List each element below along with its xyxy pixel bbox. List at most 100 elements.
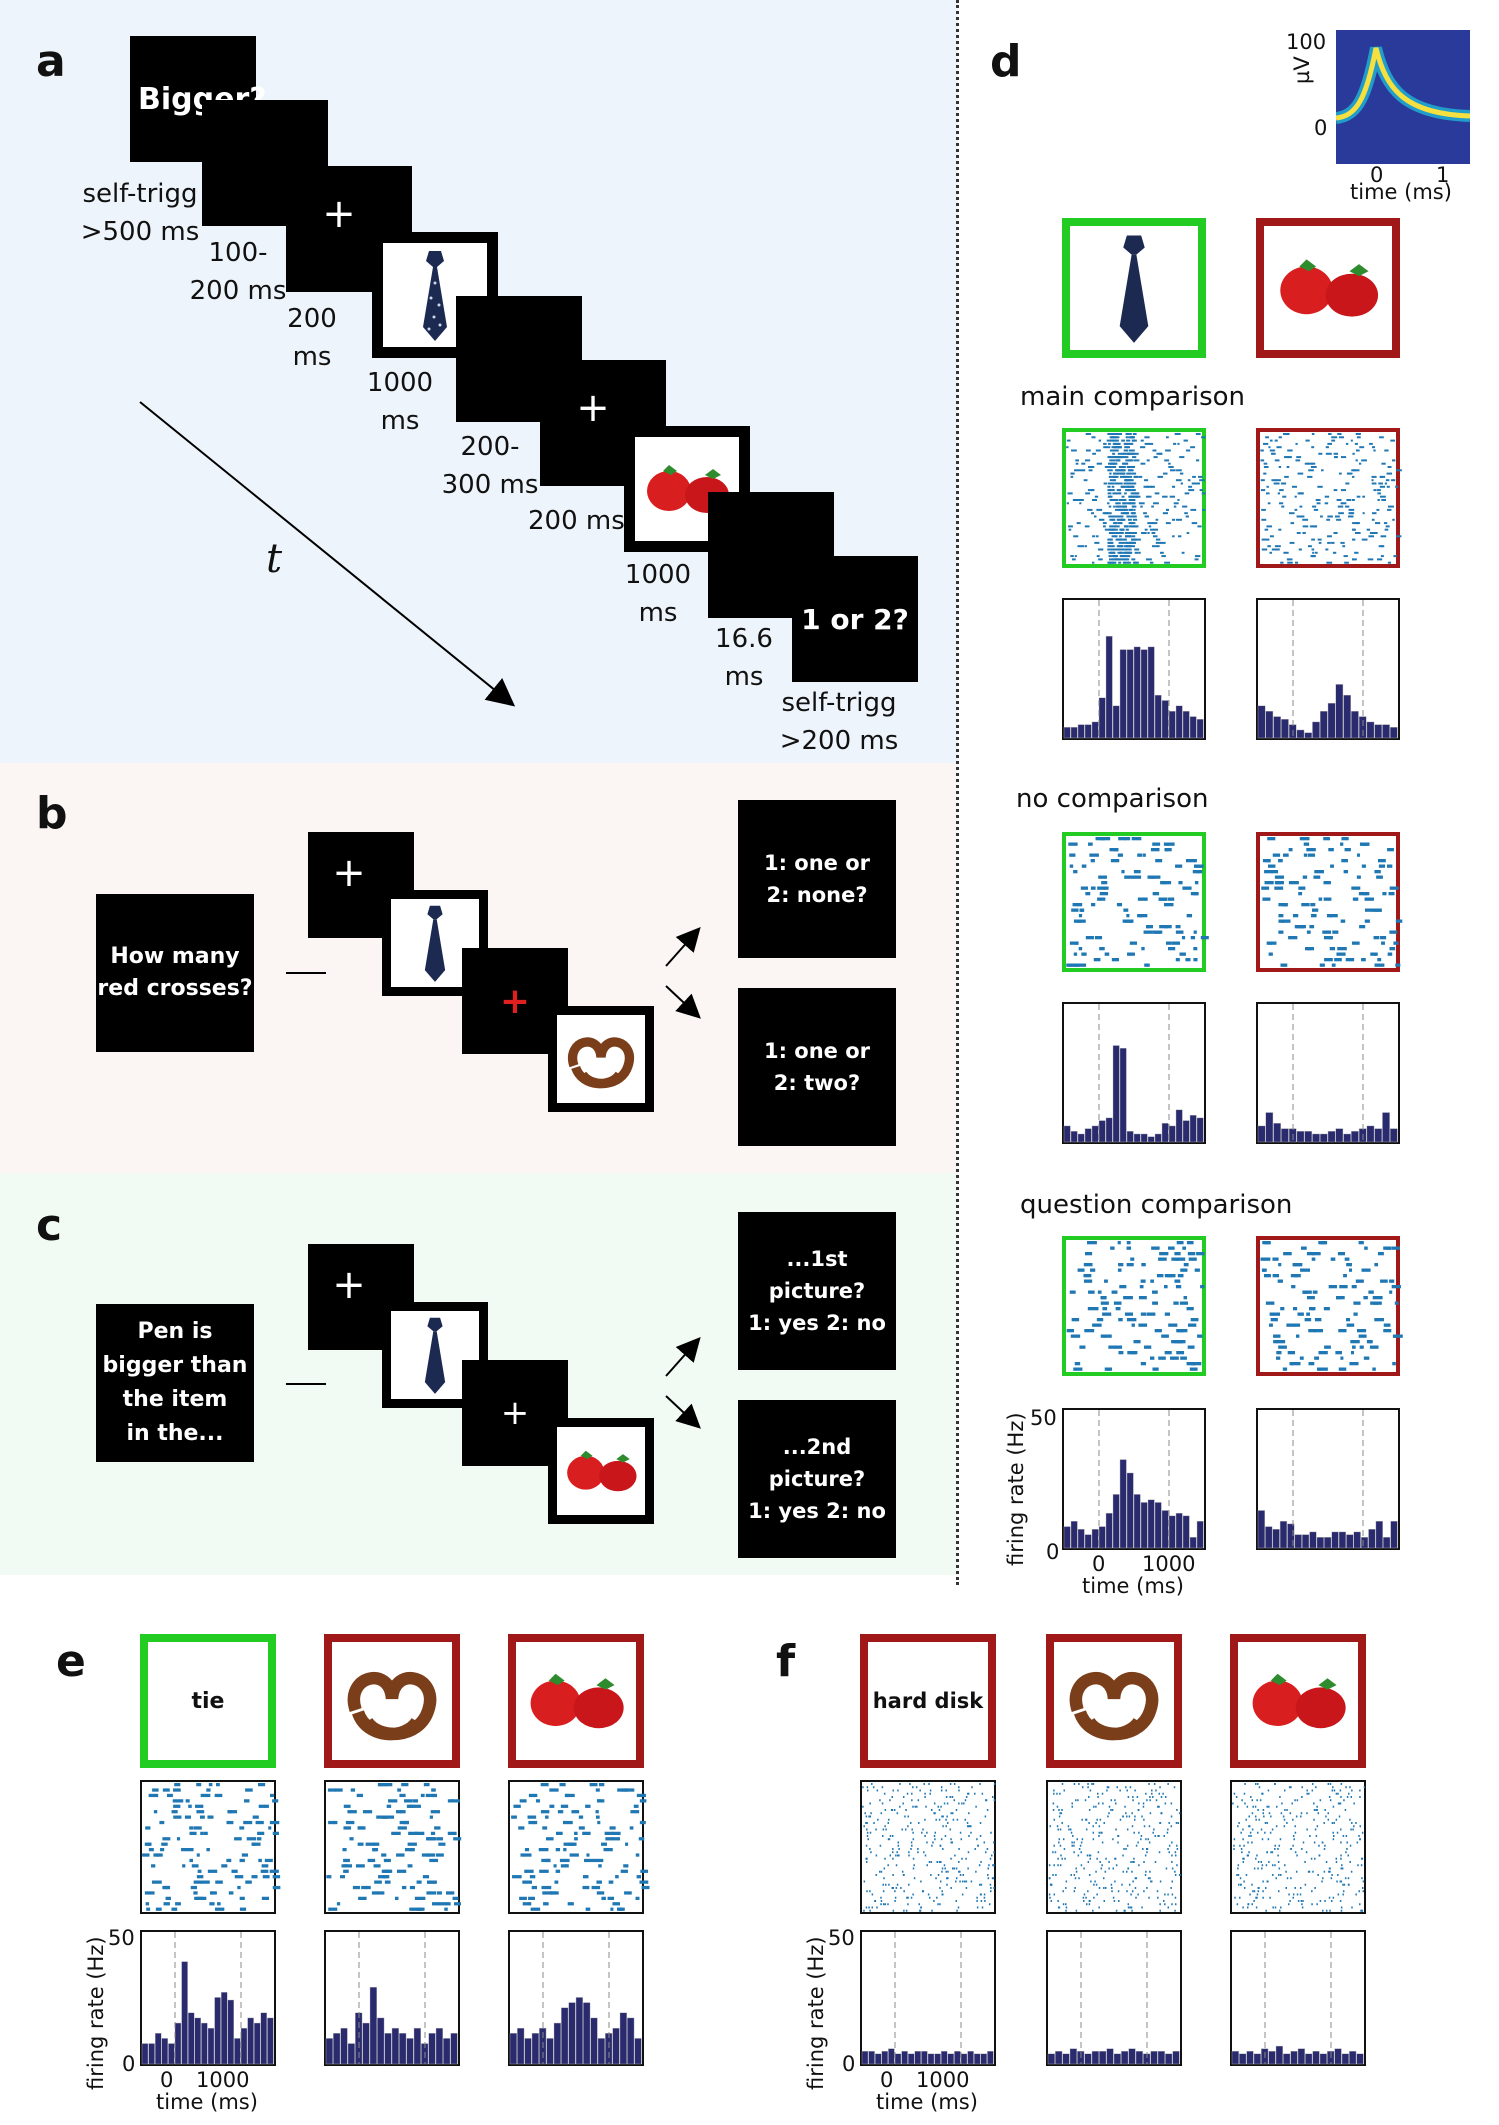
spike-mark (1389, 1279, 1395, 1283)
spike-mark (1152, 892, 1160, 896)
e-x-label: time (ms) (156, 2090, 258, 2114)
waveform-y-label: µV (1290, 56, 1314, 84)
spike-mark (1294, 495, 1297, 498)
spike-mark (1168, 462, 1171, 465)
spike-mark (1083, 1279, 1093, 1283)
spike-mark (1355, 1893, 1357, 1896)
spike-mark (1159, 925, 1169, 929)
spike-mark (1102, 525, 1106, 528)
spike-mark (1057, 1864, 1059, 1867)
spike-mark (1335, 1857, 1338, 1860)
spike-mark (640, 1869, 649, 1873)
spike-mark (1143, 1861, 1145, 1863)
spike-mark (865, 1857, 867, 1860)
spike-mark (196, 1783, 202, 1787)
spike-mark (899, 1805, 901, 1808)
spike-mark (1251, 1841, 1253, 1844)
raster-svg (1260, 433, 1402, 564)
spike-mark (1092, 1838, 1095, 1841)
spike-mark (1133, 532, 1137, 534)
spike-mark (1132, 512, 1136, 515)
spike-mark (907, 1896, 909, 1899)
spike-mark (1240, 1831, 1242, 1834)
spike-mark (408, 1831, 418, 1835)
spike-mark (1280, 1307, 1285, 1311)
spike-mark (1120, 469, 1124, 472)
psth-bar (1091, 1125, 1099, 1143)
spike-mark (1113, 561, 1117, 564)
spike-mark (1122, 548, 1127, 551)
spike-mark (1191, 522, 1198, 525)
spike-mark (1327, 1818, 1330, 1821)
psth-bar (1189, 716, 1197, 739)
spike-mark (1336, 1296, 1342, 1300)
spike-mark (1087, 1861, 1090, 1863)
spike-mark (1260, 1861, 1263, 1863)
spike-mark (1061, 1809, 1063, 1811)
spike-mark (582, 1875, 589, 1879)
spike-mark (968, 1825, 971, 1828)
spike-mark (940, 1838, 943, 1841)
spike-mark (1343, 1274, 1347, 1278)
spike-mark (1075, 1870, 1078, 1873)
psth-bar (940, 2050, 948, 2065)
spike-mark (1091, 489, 1095, 492)
psth-bar (1331, 1531, 1339, 1549)
spike-mark (1243, 1857, 1245, 1860)
spike-mark (1310, 1857, 1313, 1860)
spike-mark (1289, 1812, 1292, 1815)
spike-mark (1084, 545, 1087, 548)
spike-mark (345, 1820, 355, 1825)
spike-mark (912, 1857, 915, 1860)
spike-mark (1149, 561, 1154, 564)
psth-none-tie (1062, 1002, 1206, 1144)
spike-mark (522, 1880, 533, 1884)
spike-mark (374, 1880, 382, 1884)
spike-mark (1067, 525, 1073, 528)
spike-mark (1352, 528, 1356, 531)
spike-mark (1090, 859, 1095, 863)
spike-mark (1196, 870, 1201, 874)
spike-mark (1292, 1307, 1298, 1311)
spike-mark (426, 1891, 437, 1895)
spike-mark (523, 1853, 532, 1857)
spike-mark (153, 1853, 160, 1857)
spike-mark (1132, 492, 1137, 495)
spike-mark (1058, 1841, 1060, 1844)
spike-mark (1333, 1822, 1335, 1824)
spike-mark (1153, 456, 1158, 459)
spike-mark (1343, 870, 1349, 874)
spike-mark (1383, 535, 1387, 538)
spike-mark (1325, 1861, 1328, 1863)
spike-mark (391, 1831, 401, 1835)
spike-mark (974, 1848, 976, 1850)
spike-mark (1296, 1854, 1298, 1857)
spike-mark (1364, 1246, 1368, 1250)
spike-mark (866, 1831, 869, 1834)
spike-mark (1073, 1841, 1075, 1844)
spike-mark (917, 1848, 919, 1850)
spike-mark (1324, 1900, 1326, 1902)
spike-mark (1088, 842, 1093, 846)
spike-mark (217, 1902, 221, 1906)
psth-bar (1257, 705, 1266, 739)
spike-mark (1294, 1851, 1297, 1854)
spike-mark (907, 1815, 909, 1818)
spike-mark (1111, 1887, 1113, 1889)
spike-mark (1127, 482, 1133, 485)
spike-mark (1361, 459, 1367, 462)
raster-question-strawberry (1256, 1236, 1403, 1376)
spike-mark (207, 1869, 218, 1873)
spike-mark (1104, 512, 1109, 515)
spike-mark (1110, 462, 1116, 465)
psth-bar (1196, 719, 1204, 739)
spike-mark (926, 1841, 928, 1844)
spike-mark (1119, 456, 1124, 459)
spike-mark (1108, 446, 1111, 449)
spike-mark (1251, 1903, 1253, 1906)
psth-none-strawberry (1256, 1002, 1400, 1144)
spike-mark (1123, 1848, 1125, 1850)
psth-bar (399, 2033, 407, 2065)
spike-mark (1123, 485, 1130, 488)
